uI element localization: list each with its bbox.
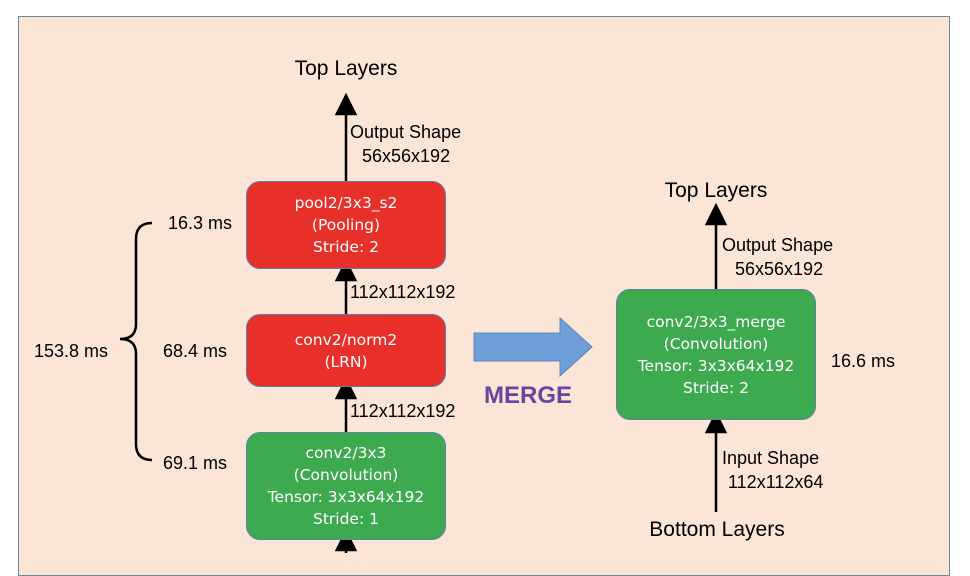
merge-box-stride: Stride: 2 xyxy=(683,378,749,397)
norm2-layer-box: conv2/norm2 (LRN) xyxy=(246,314,446,387)
conv2-stride: Stride: 1 xyxy=(313,510,379,528)
pool2-name: pool2/3x3_s2 xyxy=(294,194,398,212)
conv2-type: (Convolution) xyxy=(293,466,399,484)
timing-bracket xyxy=(119,221,153,462)
conv2-tensor: Tensor: 3x3x64x192 xyxy=(267,488,425,506)
time-pool: 16.3 ms xyxy=(168,213,233,233)
conv2-name: conv2/3x3 xyxy=(305,444,387,462)
pool2-stride: Stride: 2 xyxy=(313,238,379,256)
merge-box-name: conv2/3x3_merge xyxy=(646,312,786,331)
time-conv: 69.1 ms xyxy=(163,453,228,473)
norm2-name: conv2/norm2 xyxy=(294,330,398,349)
right-top-layers-label: Top Layers xyxy=(664,179,768,202)
merge-box-type: (Convolution) xyxy=(663,334,769,353)
bottom-layers-label: Bottom Layers xyxy=(649,518,785,541)
merge-arrow xyxy=(473,316,593,378)
time-norm: 68.4 ms xyxy=(163,341,228,361)
input-shape-value: 112x112x64 xyxy=(728,472,824,492)
right-output-shape-value: 56x56x192 xyxy=(735,259,824,279)
left-output-shape-value: 56x56x192 xyxy=(362,146,451,166)
pool2-layer-box: pool2/3x3_s2 (Pooling) Stride: 2 xyxy=(246,181,446,269)
left-top-layers-label: Top Layers xyxy=(294,57,398,80)
conv2-merge-layer-box: conv2/3x3_merge (Convolution) Tensor: 3x… xyxy=(616,289,816,420)
input-shape-label: Input Shape xyxy=(722,448,820,468)
conv2-layer-box: conv2/3x3 (Convolution) Tensor: 3x3x64x1… xyxy=(246,432,446,540)
shape-norm-conv: 112x112x192 xyxy=(350,401,456,421)
time-merge: 16.6 ms xyxy=(831,351,896,371)
norm2-type: (LRN) xyxy=(324,352,368,371)
left-output-shape-label: Output Shape xyxy=(350,122,462,142)
pool2-type: (Pooling) xyxy=(311,216,381,234)
connectors xyxy=(119,92,728,553)
time-total: 153.8 ms xyxy=(34,341,109,361)
shape-pool-norm: 112x112x192 xyxy=(350,282,456,302)
merge-box-tensor: Tensor: 3x3x64x192 xyxy=(637,356,795,375)
right-output-shape-label: Output Shape xyxy=(722,235,834,255)
merge-label: MERGE xyxy=(484,382,573,409)
